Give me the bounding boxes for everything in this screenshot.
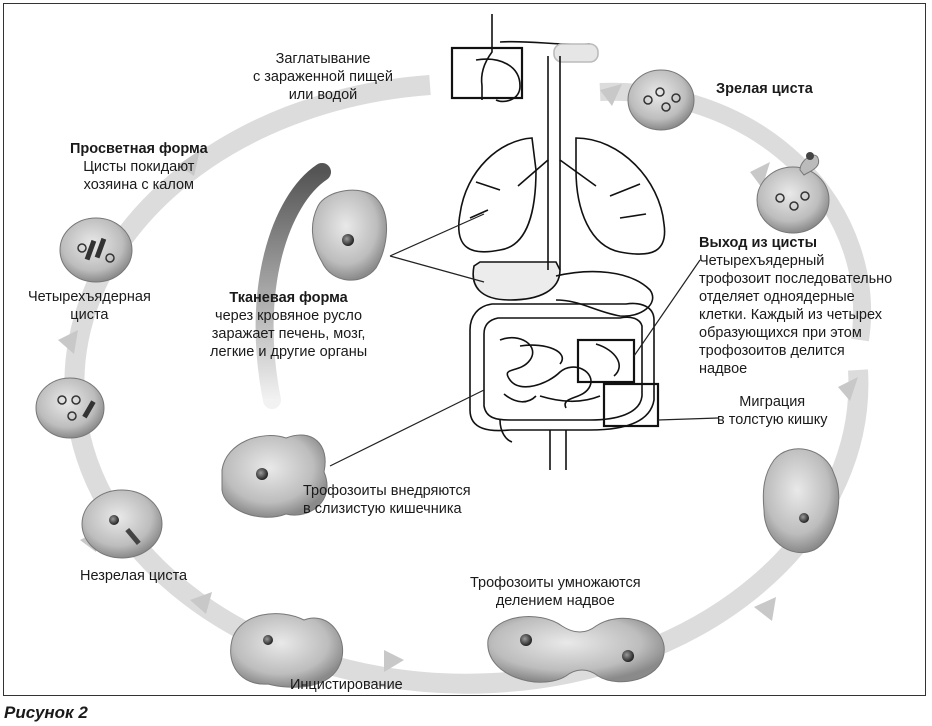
mature-cyst-label: Зрелая циста	[716, 81, 813, 97]
excystation-label: Выход из цисты Четырехъядерный трофозоит…	[699, 235, 893, 377]
encysting-trophozoite-icon	[230, 613, 344, 688]
tetranuclear-cyst-label: Четырехъядерная циста	[28, 289, 151, 323]
swallow-label: Заглатывание с зараженной пищей или водо…	[253, 51, 393, 103]
multiplication-label: Трофозоиты умножаются делением надвое	[470, 575, 641, 609]
mucosa-trophozoite-icon	[221, 434, 328, 518]
digestive-system-illustration	[458, 14, 666, 470]
luminal-form-label: Просветная форма Цисты покидают хозяина …	[70, 141, 208, 193]
mature-cyst-icon	[627, 69, 695, 131]
tetranuclear-cyst-icon	[35, 377, 105, 439]
luminal-cyst-icon	[59, 217, 133, 283]
dividing-trophozoite-icon	[487, 616, 665, 683]
invasion-label: Трофозоиты внедряются в слизистую кишечн…	[303, 483, 471, 517]
encystation-label: Инцистирование	[290, 677, 403, 693]
trophozoite-release-icon	[762, 448, 840, 554]
tissue-path-arc	[255, 163, 331, 409]
excysting-cyst-icon	[756, 152, 830, 234]
highlight-boxes	[450, 46, 660, 428]
tissue-trophozoite-icon	[312, 189, 388, 281]
immature-cyst-icon	[81, 489, 163, 559]
immature-cyst-label: Незрелая циста	[80, 568, 188, 584]
pointer-lines	[329, 213, 719, 467]
figure-caption: Рисунок 2	[4, 703, 88, 722]
tissue-form-label: Тканевая форма через кровяное русло зара…	[210, 290, 368, 360]
migration-label: Миграция в толстую кишку	[717, 394, 828, 428]
